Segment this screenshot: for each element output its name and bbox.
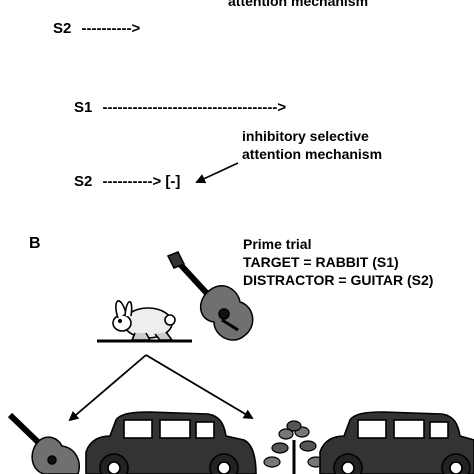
s1-arrow: -----------------------------------> xyxy=(102,99,287,116)
prime-trial-title: Prime trial xyxy=(243,236,312,252)
guitar-icon xyxy=(7,412,80,474)
distractor-line: DISTRACTOR = GUITAR (S2) xyxy=(243,272,434,288)
plant-icon xyxy=(263,420,325,474)
s2-inhibited-arrow: ----------> [-] xyxy=(102,173,181,190)
s2-bottom-row: S2 ----------> [-] xyxy=(74,174,180,189)
car-icon xyxy=(319,411,474,474)
s2-label: S2 xyxy=(53,20,72,37)
s1-label: S1 xyxy=(74,99,93,116)
inhibitory-caption-line2: attention mechanism xyxy=(242,146,383,162)
right-branch-arrow xyxy=(145,354,254,420)
s1-row: S1 -----------------------------------> xyxy=(74,100,286,115)
top-caption-partial: attention mechanism xyxy=(228,0,369,9)
guitar-icon xyxy=(166,251,254,341)
inhibitory-caption-line1: inhibitory selective xyxy=(242,128,369,144)
left-branch-arrow xyxy=(68,354,147,422)
s2-arrow: ----------> xyxy=(81,20,141,37)
s2-top-row: S2 ----------> xyxy=(53,21,140,36)
car-icon xyxy=(85,411,257,474)
s2-label: S2 xyxy=(74,173,93,190)
rabbit-icon xyxy=(112,300,176,341)
panel-letter-b: B xyxy=(29,235,41,252)
inhibitory-arrow xyxy=(195,162,239,184)
target-line: TARGET = RABBIT (S1) xyxy=(243,254,399,270)
